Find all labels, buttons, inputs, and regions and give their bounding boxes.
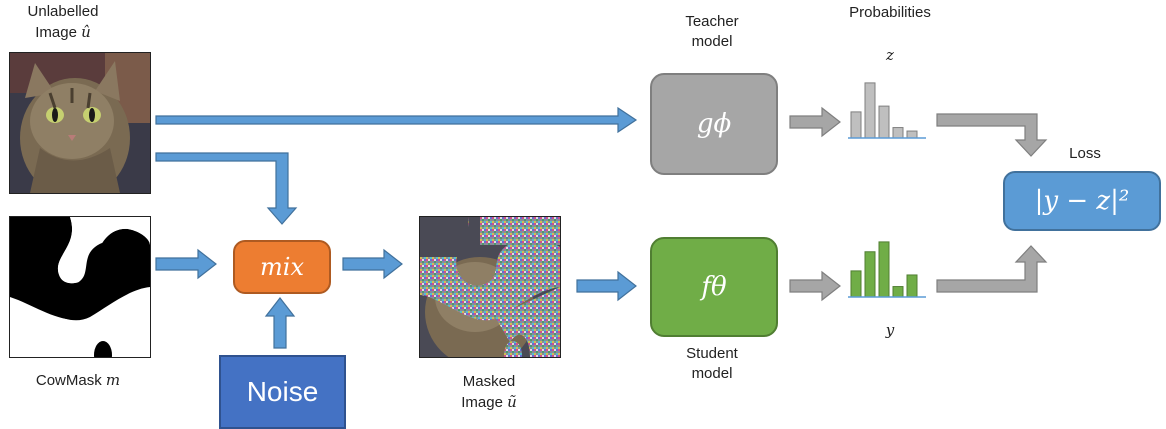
student-model-box: fθ [650,237,778,337]
mix-box: mix [233,240,331,294]
arrow-mix-to-masked [342,248,403,280]
masked-image [419,216,561,358]
student-prob-bar-5 [906,274,918,298]
z-label: z [886,46,894,64]
student-prob-bar-3 [878,241,890,298]
teacher-model-box: gϕ [650,73,778,175]
student-probabilities-chart [848,241,926,298]
teacher-model-label: Teacher model [685,13,739,50]
teacher-prob-bar-3 [878,105,890,139]
student-prob-bar-1 [850,270,862,298]
loss-box: |y − z|² [1003,171,1161,231]
arrow-cowmask-to-mix [155,248,217,280]
arrow-image-to-mix [155,152,298,225]
student-prob-bar-2 [864,251,876,298]
cowmask-label: CowMask m [35,371,121,389]
unlabelled-image-label: Unlabelled Image û [27,3,99,41]
arrow-masked-to-student [576,270,637,302]
loss-label: Loss [1069,145,1101,162]
noise-box: Noise [219,355,346,429]
cowmask-image [9,216,151,358]
teacher-prob-bar-2 [864,82,876,139]
probabilities-label: Probabilities [849,4,931,21]
arrow-teacher-probs-to-loss [936,113,1048,157]
y-label: y [885,321,895,339]
arrow-noise-to-mix [264,297,296,349]
unlabelled-cat-image [9,52,151,194]
teacher-probabilities-chart [848,82,926,139]
teacher-prob-bar-4 [892,127,904,139]
arrow-student-to-probs [789,270,841,302]
student-prob-bar-4 [892,286,904,298]
masked-image-label: Masked Image ũ [461,373,517,411]
arrow-image-to-teacher [155,106,638,134]
teacher-prob-bar-5 [906,130,918,139]
arrow-teacher-to-probs [789,106,841,138]
student-model-label: Student model [686,345,738,382]
arrow-student-probs-to-loss [936,245,1048,293]
teacher-prob-bar-1 [850,111,862,139]
